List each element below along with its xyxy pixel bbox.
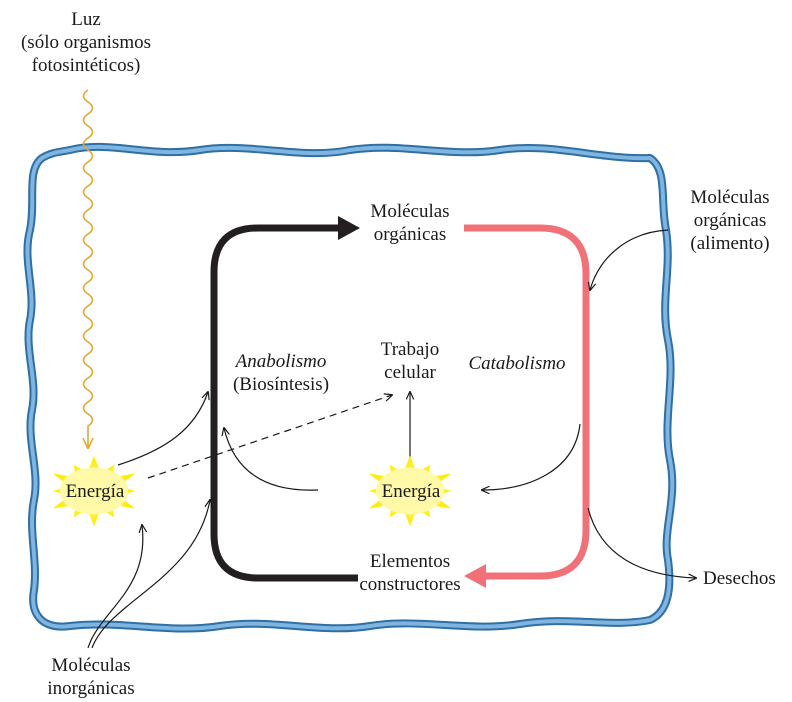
anabolism-label: Anabolismo (Biosíntesis): [216, 350, 346, 396]
starburst-glow: [59, 467, 129, 515]
anabolism-path: [210, 224, 358, 582]
cell-membrane-inner: [25, 144, 675, 631]
organic-molecules-line-2: orgánicas: [373, 224, 447, 245]
starburst-glow: [375, 467, 445, 515]
cellular-work-label: Trabajo celular: [360, 338, 460, 384]
inorganic-energy-arrow: [87, 525, 143, 649]
food-label-line-1: Moléculas: [690, 187, 770, 208]
starburst-icon: [52, 455, 136, 527]
anabolism-title: Anabolismo: [235, 351, 327, 372]
catabolism-path: [464, 224, 590, 580]
cellular-work-line-1: Trabajo: [380, 339, 440, 360]
food-label-line-3: (alimento): [690, 233, 770, 254]
food-label: Moléculas orgánicas (alimento): [668, 186, 792, 255]
building-blocks-label: Elementos constructores: [340, 550, 480, 596]
biosynthesis-subtitle: (Biosíntesis): [232, 374, 330, 395]
waste-arrow: [587, 507, 696, 578]
catabolism-label: Catabolismo: [468, 353, 566, 374]
catabolism-energy-arrow: [482, 423, 581, 490]
waste-label: Desechos: [703, 568, 776, 589]
anabolism-arrowhead: [338, 216, 360, 240]
organic-molecules-line-1: Moléculas: [370, 201, 450, 222]
inorganic-label: Moléculas inorgánicas: [26, 654, 156, 700]
inorganic-line-1: Moléculas: [51, 655, 131, 676]
light-label-line-1: Luz: [71, 9, 101, 30]
light-label-line-3: fotosintéticos): [31, 55, 141, 76]
light-wave: [84, 89, 93, 448]
energy-left-label: Energía: [65, 481, 125, 502]
building-blocks-line-1: Elementos: [369, 551, 451, 572]
inorganic-anabolism-arrow: [91, 500, 210, 649]
inorganic-line-2: inorgánicas: [47, 678, 135, 699]
building-blocks-line-2: constructores: [359, 574, 461, 595]
energy-center-label: Energía: [381, 481, 441, 502]
left-energy-anabolism-arrow: [117, 392, 208, 466]
starburst-icon: [368, 455, 452, 527]
dashed-work-arrow: [147, 395, 392, 479]
light-label: Luz (sólo organismos fotosintéticos): [0, 8, 172, 77]
light-label-line-2: (sólo organismos: [20, 32, 151, 53]
catabolism-arrowhead: [464, 564, 486, 588]
food-label-line-2: orgánicas: [693, 210, 767, 231]
energy-anabolism-arrow: [224, 428, 319, 491]
cellular-work-line-2: celular: [384, 362, 436, 383]
organic-molecules-label: Moléculas orgánicas: [340, 200, 480, 246]
food-arrow: [590, 229, 669, 290]
